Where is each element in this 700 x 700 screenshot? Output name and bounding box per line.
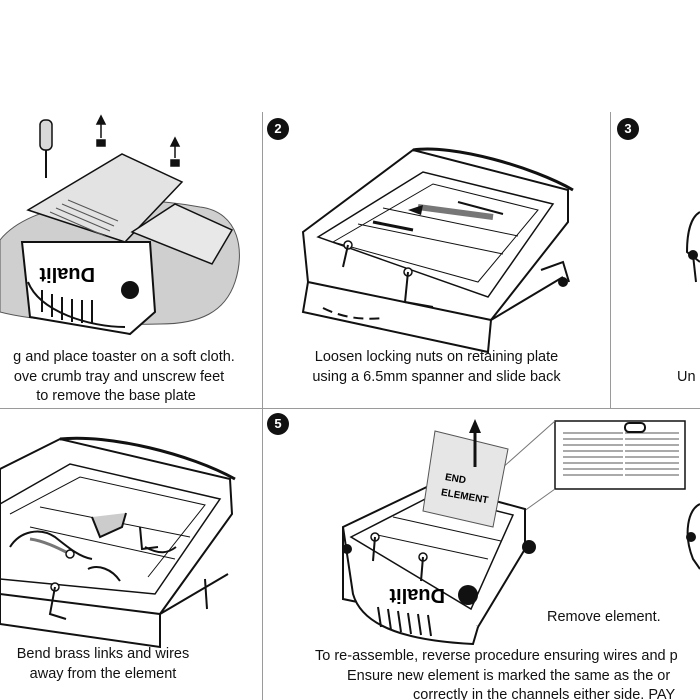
step-3-caption: Un bbox=[677, 368, 696, 388]
horizontal-divider bbox=[0, 408, 700, 409]
step-2-caption-line-2: using a 6.5mm spanner and slide back bbox=[312, 368, 561, 385]
step-3-caption-line-1: Un bbox=[677, 369, 696, 385]
brand-logo-1: Dualit bbox=[39, 263, 95, 285]
step-5-number: 5 bbox=[267, 413, 289, 435]
step-2-illustration bbox=[301, 147, 574, 354]
step-5-illustration: Dualit END ELEMENT bbox=[342, 419, 700, 646]
step-5-caption-line-2: Ensure new element is marked the same as… bbox=[347, 667, 671, 684]
step-1-caption-line-1: g and place toaster on a soft cloth. bbox=[13, 349, 235, 365]
step-4-panel: Bend brass links and wires away from the… bbox=[0, 409, 262, 700]
step-2-panel: 2 Loosen locking nuts on retaining plate bbox=[263, 112, 610, 408]
step-1-panel: Dualit bbox=[0, 112, 262, 408]
step-5-caption-line-3: correctly in the channels either side. P… bbox=[413, 687, 676, 700]
remove-element-note: Remove element. bbox=[547, 609, 661, 625]
step-2-caption: Loosen locking nuts on retaining plate u… bbox=[263, 348, 610, 387]
step-1-caption-line-3: to remove the base plate bbox=[36, 388, 196, 404]
step-4-caption-line-1: Bend brass links and wires bbox=[16, 646, 190, 662]
step-5-caption: To re-assemble, reverse procedure ensuri… bbox=[313, 647, 678, 700]
step-4-caption: Bend brass links and wires away from the… bbox=[0, 645, 206, 684]
step-2-caption-line-1: Loosen locking nuts on retaining plate bbox=[314, 349, 559, 365]
step-4-caption-line-2: away from the element bbox=[29, 665, 177, 682]
step-2-number: 2 bbox=[267, 118, 289, 140]
step-5-caption-line-1: To re-assemble, reverse procedure ensuri… bbox=[315, 648, 678, 664]
step-1-illustration: Dualit bbox=[0, 114, 240, 336]
step-3-panel: 3 Un bbox=[611, 112, 700, 408]
step-4-illustration bbox=[0, 436, 236, 649]
step-3-number: 3 bbox=[617, 118, 639, 140]
step-1-caption: g and place toaster on a soft cloth. ove… bbox=[0, 348, 262, 407]
end-element-label-line-1: END bbox=[444, 472, 467, 487]
brand-logo-2: Dualit bbox=[389, 584, 445, 606]
vertical-divider-left bbox=[262, 112, 263, 700]
step-5-panel: 5 Dualit bbox=[263, 409, 700, 700]
step-3-illustration bbox=[685, 211, 700, 283]
step-1-caption-line-2: ove crumb tray and unscrew feet bbox=[13, 368, 225, 385]
vertical-divider-right bbox=[610, 112, 611, 408]
